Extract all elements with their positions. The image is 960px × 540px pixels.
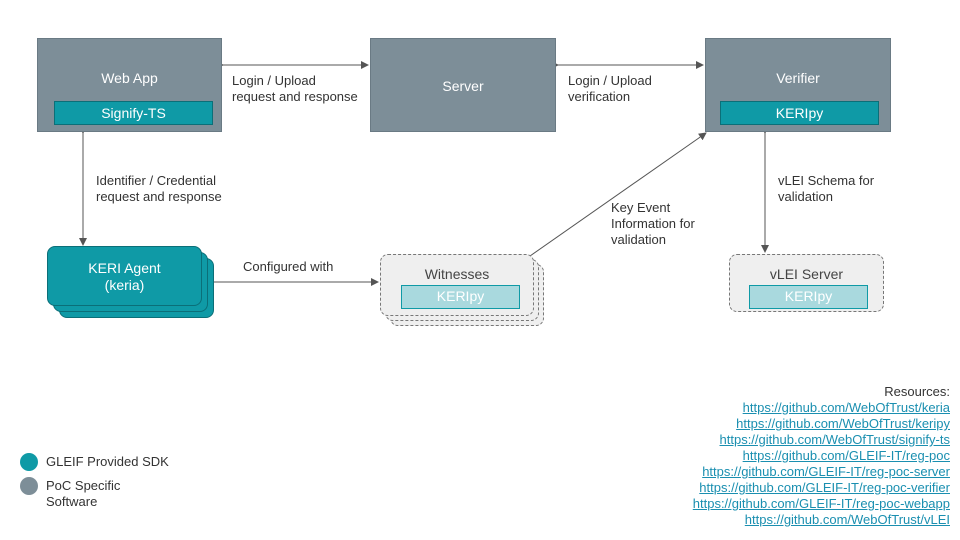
edge-label-line: Login / Upload: [232, 73, 316, 88]
witnesses-title: Witnesses: [424, 266, 490, 282]
edge-label-line: validation: [778, 189, 833, 204]
edge-witnesses-verifier: [521, 132, 707, 264]
keri-agent-subtitle: (keria): [104, 277, 145, 293]
legend-item-poc-software: PoC Specific Software: [20, 477, 220, 513]
edge-label-witnesses-verifier: Key Event Information for validation: [611, 200, 695, 248]
verifier-keripy-sdk: KERIpy: [720, 101, 879, 125]
legend-gleif-label: GLEIF Provided SDK: [46, 454, 169, 469]
edge-label-line: vLEI Schema for: [778, 173, 875, 188]
resource-link-reg-poc[interactable]: https://github.com/GLEIF-IT/reg-poc: [742, 448, 950, 463]
edge-label-line: Configured with: [243, 259, 334, 274]
edge-label-webapp-server: Login / Upload request and response: [232, 73, 358, 105]
edge-label-line: Key Event: [611, 200, 671, 215]
legend-poc-swatch-icon: [20, 477, 38, 495]
server-node: Server: [370, 38, 556, 132]
web-app-node: Web App Signify-TS: [37, 38, 222, 132]
edge-label-line: request and response: [96, 189, 222, 204]
legend-poc-label-line: Software: [46, 494, 98, 509]
legend: GLEIF Provided SDK PoC Specific Software: [20, 453, 220, 513]
edge-label-line: Information for: [611, 216, 695, 231]
legend-item-gleif-sdk: GLEIF Provided SDK: [20, 453, 220, 471]
edge-label-line: Identifier / Credential: [96, 173, 216, 188]
legend-poc-label-line: PoC Specific: [46, 478, 121, 493]
resource-link-keria[interactable]: https://github.com/WebOfTrust/keria: [742, 400, 950, 415]
keri-agent-title: KERI Agent: [88, 260, 161, 276]
edge-label-server-verifier: Login / Upload verification: [568, 73, 652, 105]
resource-link-reg-poc-verifier[interactable]: https://github.com/GLEIF-IT/reg-poc-veri…: [699, 480, 950, 495]
signify-ts-sdk: Signify-TS: [54, 101, 213, 125]
resources-panel: Resources: https://github.com/WebOfTrust…: [630, 384, 950, 528]
edge-label-line: validation: [611, 232, 666, 247]
edge-label-agent-witnesses: Configured with: [243, 259, 333, 275]
vlei-server-node: vLEI Server KERIpy: [729, 254, 884, 312]
vlei-server-keripy-sdk: KERIpy: [749, 285, 868, 309]
edge-label-webapp-agent: Identifier / Credential request and resp…: [96, 173, 222, 205]
vlei-server-title: vLEI Server: [769, 266, 844, 282]
resource-link-reg-poc-server[interactable]: https://github.com/GLEIF-IT/reg-poc-serv…: [702, 464, 950, 479]
keri-agent-node: KERI Agent (keria): [47, 246, 202, 306]
witnesses-keripy-sdk: KERIpy: [401, 285, 520, 309]
resource-link-reg-poc-webapp[interactable]: https://github.com/GLEIF-IT/reg-poc-weba…: [692, 496, 950, 511]
edge-label-verifier-vlei: vLEI Schema for validation: [778, 173, 874, 205]
server-title: Server: [442, 78, 484, 94]
legend-poc-label: PoC Specific Software: [46, 478, 120, 510]
resource-link-keripy[interactable]: https://github.com/WebOfTrust/keripy: [736, 416, 950, 431]
verifier-title: Verifier: [776, 70, 820, 86]
resources-title: Resources:: [884, 384, 950, 399]
legend-gleif-swatch-icon: [20, 453, 38, 471]
witnesses-node: Witnesses KERIpy: [380, 254, 534, 316]
resource-link-signify-ts[interactable]: https://github.com/WebOfTrust/signify-ts: [719, 432, 950, 447]
verifier-node: Verifier KERIpy: [705, 38, 891, 132]
edge-label-line: Login / Upload: [568, 73, 652, 88]
edge-label-line: verification: [568, 89, 631, 104]
edge-label-line: request and response: [232, 89, 358, 104]
web-app-title: Web App: [101, 70, 158, 86]
resource-link-vlei[interactable]: https://github.com/WebOfTrust/vLEI: [744, 512, 950, 527]
